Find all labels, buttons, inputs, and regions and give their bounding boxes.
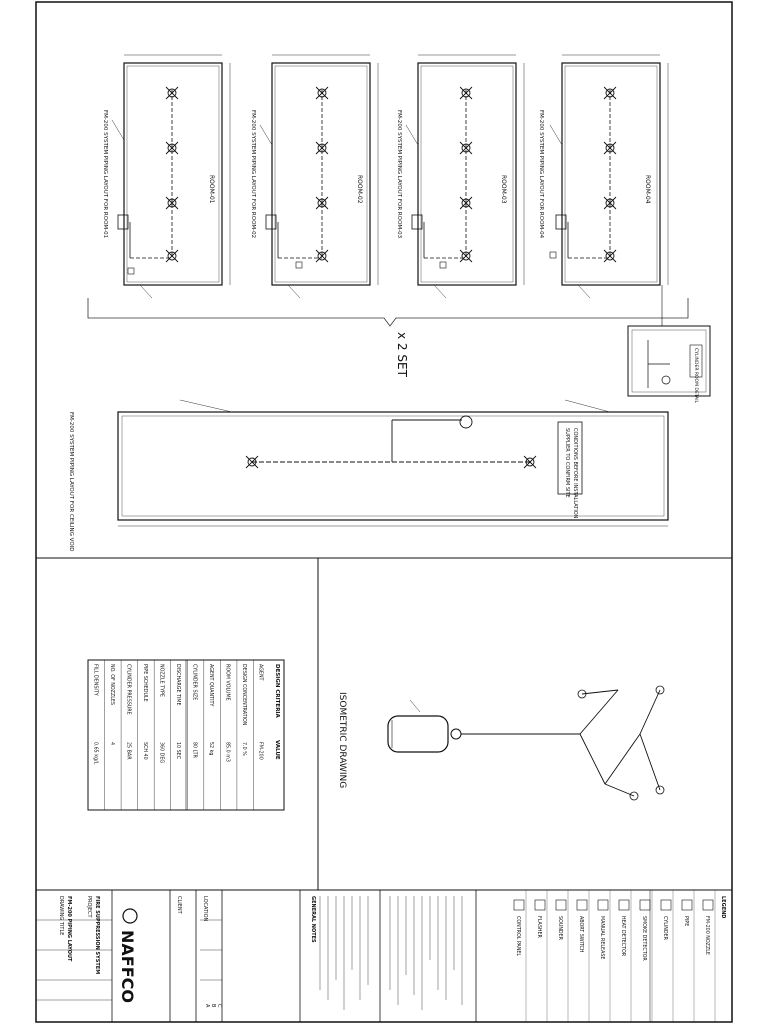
drawing-title-label: DRAWING TITLE (58, 896, 64, 935)
outer-border (35, 1, 733, 1023)
table-cell-label: CYLINDER SIZE (192, 664, 198, 700)
legend-title: LEGEND (720, 896, 726, 918)
room-plan-4: ROOM-04 FM-200 SYSTEM PIPING LAYOUT FOR … (538, 54, 669, 299)
legend-item-label: FLASHER (536, 916, 542, 939)
table-cell-label: NO. OF NOZZLES (109, 664, 115, 705)
legend-item-label: CONTROL PANEL (515, 916, 521, 956)
table-cell-value: 360 DEG (158, 742, 164, 763)
table-cell-value: 80 LTR (192, 742, 198, 759)
isometric-title: ISOMETRIC DRAWING (337, 692, 347, 788)
table-cell-label: PIPE SCHEDULE (142, 664, 148, 702)
table-cell-value: 25 BAR (125, 742, 131, 760)
table-cell-label: DISCHARGE TIME (175, 664, 181, 706)
table-cell-value: 0.65 kg/L (92, 742, 98, 765)
table-cell-label: AGENT (258, 664, 264, 681)
room-label: ROOM-04 (644, 175, 651, 204)
room-plan-3: ROOM-03 FM-200 SYSTEM PIPING LAYOUT FOR … (396, 54, 525, 299)
table-cell-value: 10 SEC (175, 742, 181, 760)
revision-mark: C (216, 1004, 222, 1008)
table-cell-value: 52 kg (208, 742, 214, 755)
legend-symbol-icon (660, 899, 672, 911)
legend-symbol-icon (618, 899, 630, 911)
legend-symbol-icon (555, 899, 567, 911)
table-cell-value: 4 (109, 742, 115, 745)
project-label: PROJECT (86, 896, 92, 919)
cylinder-room-detail: CYLINDER ROOM DETAIL (627, 285, 711, 404)
isometric-drawing: ISOMETRIC DRAWING (337, 685, 665, 801)
ceiling-void-plan: SUPPLIER TO CONFIRM SITE CONDITIONS BEFO… (68, 399, 669, 552)
table-cell-label: DESIGN CONCENTRATION (241, 664, 247, 726)
legend-item-label: SOUNDER (557, 916, 563, 941)
legend-symbol-icon (534, 899, 546, 911)
company-name: NAFFCO (118, 930, 137, 1003)
company-logo (122, 908, 138, 924)
room-label: ROOM-03 (500, 175, 507, 204)
table-cell-label: FILL DENSITY (92, 664, 98, 696)
client-label: CLIENT (176, 896, 182, 915)
legend-item-label: PIPE (683, 916, 689, 926)
set-bracket (87, 298, 689, 327)
room-plan-2: ROOM-02 FM-200 SYSTEM PIPING LAYOUT FOR … (250, 54, 379, 299)
legend-symbol-icon (639, 899, 651, 911)
table-cell-label: AGENT QUANTITY (208, 664, 214, 706)
legend-item-label: MANUAL RELEASE (599, 916, 605, 959)
room-label: ROOM-01 (208, 175, 215, 204)
legend-item-label: ABORT SWITCH (578, 916, 584, 953)
title-block: NAFFCO CLIENT LOCATION PROJECT FIRE SUPP… (36, 890, 726, 1022)
note-line-1: SUPPLIER TO CONFIRM SITE (564, 428, 570, 498)
legend-item-label: CYLINDER (662, 916, 668, 941)
legend-symbol-icon (681, 899, 693, 911)
table-cell-value: SCH 40 (142, 742, 148, 760)
table-cell-label: CYLINDER PRESSURE (125, 664, 131, 715)
table-cell-value: FM-200 (258, 742, 264, 760)
system-label: FM-200 SYSTEM PIPING LAYOUT FOR ROOM-01 (102, 110, 108, 238)
table-header-right: VALUE (274, 740, 280, 760)
notes-title: GENERAL NOTES (310, 896, 316, 943)
note-line-2: CONDITIONS BEFORE INSTALLATION (572, 428, 578, 519)
ceiling-void-title: FM-200 SYSTEM PIPING LAYOUT FOR CEILING … (68, 412, 74, 552)
revision-mark: B (210, 1004, 216, 1008)
legend-item-label: SMOKE DETECTOR (641, 916, 647, 961)
enlarged-label: CYLINDER ROOM DETAIL (693, 348, 699, 404)
table-cell-value: 7.0 % (241, 742, 247, 756)
legend-symbol-icon (576, 899, 588, 911)
set-count-label: x 2 SET (395, 332, 409, 378)
location-label: LOCATION (202, 896, 208, 922)
design-criteria-table: AGENT FM-200 DESIGN CONCENTRATION 7.0 % ROOM… (87, 659, 285, 811)
table-cell-label: NOZZLE TYPE (158, 664, 164, 697)
room-plan-1: ROOM-01 FM-200 SYSTEM PIPING LAYOUT FOR … (102, 54, 231, 299)
table-cell-label: ROOM VOLUME (225, 664, 231, 701)
legend-symbol-icon (513, 899, 525, 911)
table-header-left: DESIGN CRITERIA (274, 664, 280, 718)
room-label: ROOM-02 (356, 175, 363, 204)
legend-symbol-icon (597, 899, 609, 911)
revision-mark: A (204, 1004, 210, 1008)
legend-item-label: FM-200 NOZZLE (704, 916, 710, 955)
project-name: FIRE SUPPRESSION SYSTEM (94, 896, 100, 974)
legend-item-label: HEAT DETECTOR (620, 916, 626, 957)
table-cell-value: 85.0 m3 (225, 742, 231, 762)
system-label: FM-200 SYSTEM PIPING LAYOUT FOR ROOM-03 (396, 110, 402, 239)
legend-symbol-icon (702, 899, 714, 911)
drawing-title: FM-200 PIPING LAYOUT (66, 896, 72, 962)
system-label: FM-200 SYSTEM PIPING LAYOUT FOR ROOM-04 (538, 110, 544, 239)
system-label: FM-200 SYSTEM PIPING LAYOUT FOR ROOM-02 (250, 110, 256, 238)
